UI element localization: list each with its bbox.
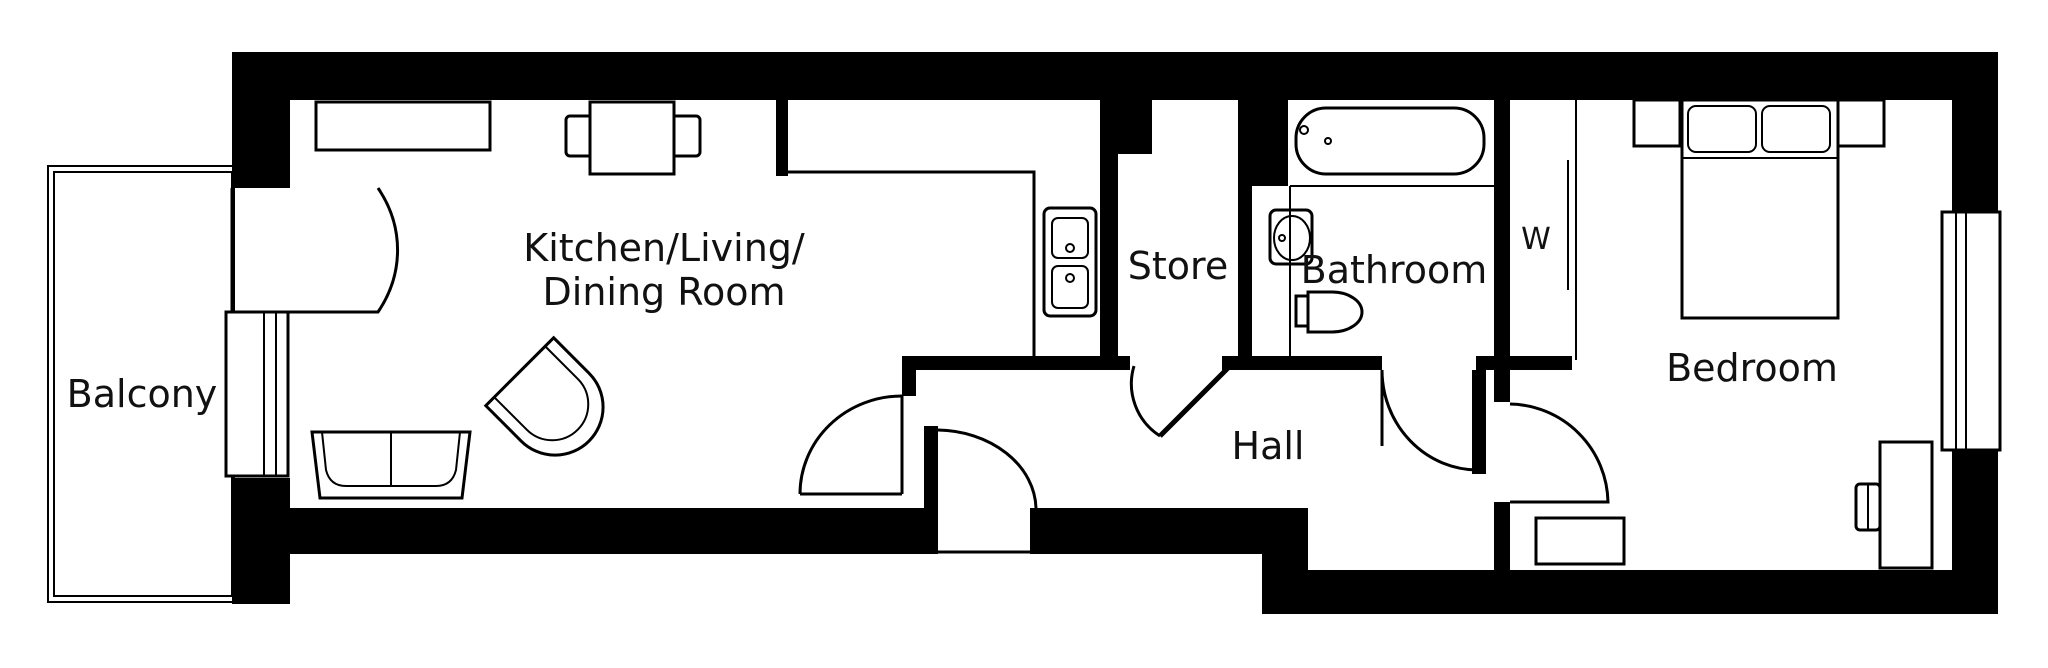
- toilet: [1289, 186, 1364, 356]
- room-label-wardrobe: W: [1521, 222, 1551, 257]
- double-bed: [1632, 98, 1886, 320]
- balcony-door: [224, 187, 400, 478]
- entrance-door: [798, 394, 1038, 554]
- room-label-kitchen: Kitchen/Living/ Dining Room: [506, 226, 822, 314]
- store-door: [1129, 365, 1230, 438]
- armchair: [483, 335, 605, 457]
- kitchen-counter: [788, 170, 1098, 358]
- bathtub: [1290, 106, 1494, 187]
- sideboard: [314, 100, 492, 152]
- bedroom-door: [1509, 402, 1610, 504]
- room-label-bedroom: Bedroom: [1666, 346, 1838, 390]
- wardrobe: [1567, 100, 1577, 360]
- room-label-kitchen-line2: Dining Room: [542, 270, 786, 314]
- bedroom-window: [1940, 210, 2002, 452]
- desk: [1854, 440, 1934, 570]
- dining-table: [564, 100, 702, 176]
- room-label-bathroom: Bathroom: [1300, 248, 1488, 292]
- room-label-hall: Hall: [1231, 424, 1305, 468]
- chest-of-drawers: [1534, 516, 1626, 566]
- interior-walls: [776, 100, 1572, 570]
- sofa: [310, 430, 472, 500]
- outer-walls: [232, 52, 1998, 614]
- bathroom-door: [1380, 369, 1479, 472]
- room-label-store: Store: [1127, 244, 1229, 288]
- room-label-balcony: Balcony: [66, 372, 218, 416]
- room-label-kitchen-line1: Kitchen/Living/: [523, 226, 805, 270]
